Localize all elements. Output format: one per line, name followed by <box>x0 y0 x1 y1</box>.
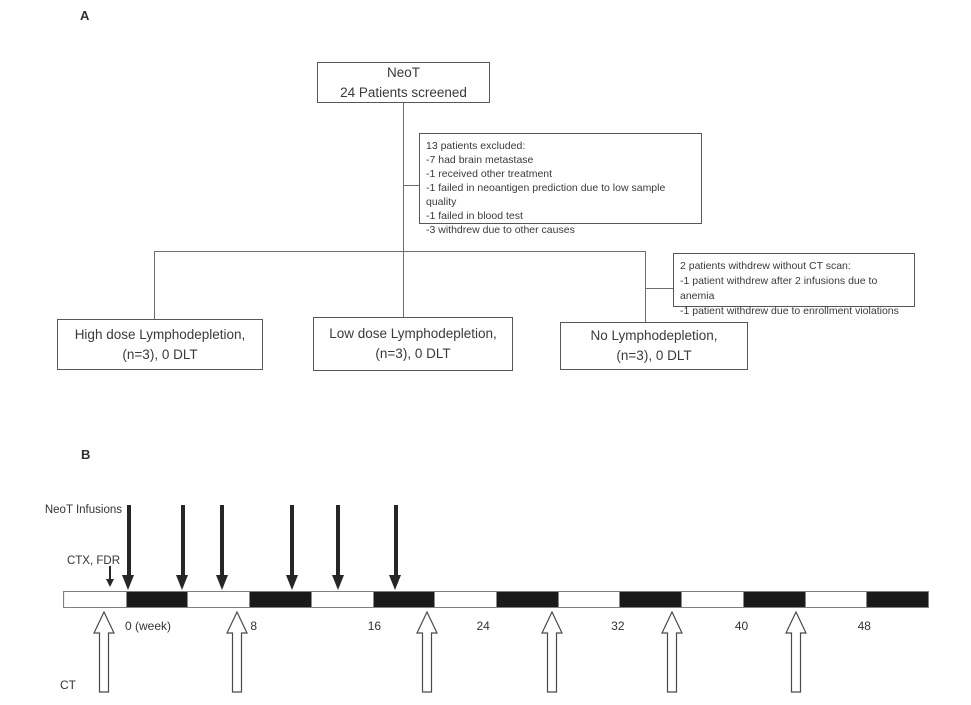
lymphodepletion-arrow-shaft <box>108 566 111 579</box>
lymphodepletion-arrow-head <box>105 579 114 587</box>
infusion-arrow-head <box>122 575 135 590</box>
ct-scan-arrow-icon <box>415 611 438 693</box>
ct-scan-arrow-icon <box>660 611 683 693</box>
timeline-segment-empty <box>187 592 249 607</box>
infusion-arrow-head <box>331 575 344 590</box>
timeline-segment-empty <box>681 592 743 607</box>
connector-main-vertical <box>403 103 404 317</box>
infusion-arrow-icon <box>215 505 229 590</box>
lymphodepletion-axis-label: CTX, FDR <box>66 555 120 567</box>
ct-scan-arrow-icon <box>785 611 808 693</box>
arm-low-dose-box: Low dose Lymphodepletion, (n=3), 0 DLT <box>313 317 513 371</box>
infusion-arrow-head <box>285 575 298 590</box>
infusion-arrow-head <box>389 575 402 590</box>
timeline-segment-empty <box>310 592 373 607</box>
infusions-axis-label: NeoT Infusions <box>44 504 122 516</box>
timeline-segment-empty <box>64 592 126 607</box>
connector-branch-horizontal <box>154 251 646 252</box>
connector-to-withdrew-box <box>645 288 673 289</box>
lymphodepletion-arrow-icon <box>105 566 114 588</box>
ct-axis-label: CT <box>60 678 76 692</box>
excluded-box: 13 patients excluded: -7 had brain metas… <box>419 133 702 236</box>
timeline-segment-filled <box>372 592 435 607</box>
infusion-arrow-shaft <box>126 505 131 575</box>
infusion-arrow-shaft <box>290 505 294 575</box>
connector-to-excluded-box <box>403 185 419 186</box>
infusion-arrow-icon <box>331 505 345 590</box>
infusion-arrow-shaft <box>220 505 225 575</box>
ct-scan-arrow-icon <box>540 611 563 693</box>
timeline-segment-empty <box>804 592 867 607</box>
arm-no-lympho-box: No Lymphodepletion, (n=3), 0 DLT <box>560 322 748 370</box>
connector-drop-high-dose <box>154 251 155 319</box>
infusion-arrow-head <box>215 575 228 590</box>
week-tick-label: 48 <box>857 619 871 633</box>
ct-scan-arrow-icon <box>93 611 116 693</box>
panel-a-label: A <box>80 8 90 23</box>
infusion-arrow-head <box>176 575 189 590</box>
connector-drop-no-lympho <box>645 251 646 322</box>
infusion-arrow-icon <box>122 505 135 590</box>
timeline-segment-empty <box>557 592 620 607</box>
week-tick-label: 8 <box>250 619 258 633</box>
infusion-arrow-shaft <box>180 505 185 575</box>
arm-high-dose-box: High dose Lymphodepletion, (n=3), 0 DLT <box>57 319 263 370</box>
week-tick-label: 0 (week) <box>124 619 172 633</box>
week-tick-label: 40 <box>734 619 749 633</box>
ct-scan-arrow-icon <box>226 611 249 693</box>
withdrew-box: 2 patients withdrew without CT scan: -1 … <box>673 253 915 317</box>
infusion-arrow-icon <box>285 505 299 590</box>
timeline-segment-empty <box>434 592 496 607</box>
infusion-arrow-shaft <box>336 505 341 575</box>
panel-b-label: B <box>81 447 91 462</box>
timeline-segment-filled <box>619 592 682 607</box>
week-tick-label: 24 <box>476 619 490 633</box>
week-tick-label: 16 <box>367 619 382 633</box>
timeline-segment-filled <box>742 592 805 607</box>
infusion-arrow-shaft <box>393 505 398 575</box>
timeline-segment-filled <box>249 592 311 607</box>
infusion-arrow-icon <box>389 505 402 590</box>
week-tick-label: 32 <box>611 619 625 633</box>
infusion-arrow-icon <box>176 505 189 590</box>
screened-box: NeoT 24 Patients screened <box>317 62 490 103</box>
timeline-segment-filled <box>496 592 558 607</box>
timeline-segment-filled <box>125 592 188 607</box>
timeline-bar <box>63 591 929 608</box>
timeline-segment-filled <box>866 592 929 607</box>
